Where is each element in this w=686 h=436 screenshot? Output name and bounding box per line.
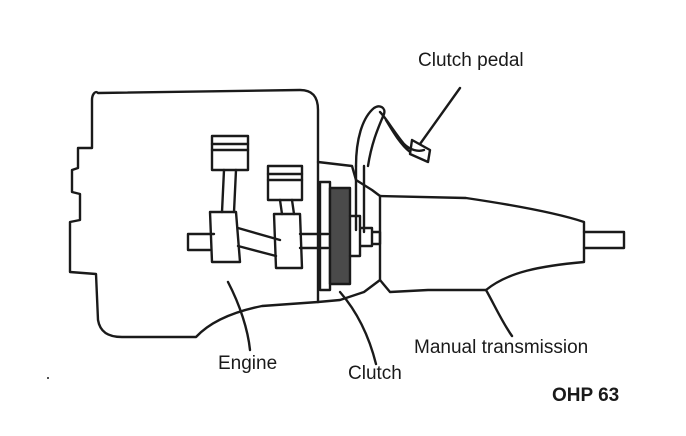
crank-web-left <box>208 210 242 264</box>
clutch-disc <box>328 186 352 286</box>
slide-id-label: OHP 63 <box>552 385 620 406</box>
transmission-case <box>378 194 586 294</box>
leader-manual-transmission <box>484 288 514 338</box>
piston-left <box>210 134 250 172</box>
pedal-arm <box>378 110 426 154</box>
output-shaft <box>582 230 626 250</box>
leader-engine <box>226 280 252 352</box>
connecting-rod-right <box>278 198 296 216</box>
engine-block <box>68 88 320 339</box>
connecting-rod-left <box>220 168 238 214</box>
piston-left-rings <box>210 142 250 152</box>
flywheel <box>318 180 332 292</box>
scan-speck <box>47 377 49 379</box>
label-clutch-pedal: Clutch pedal <box>418 50 524 71</box>
piston-right <box>266 164 304 202</box>
crank-web-right <box>272 212 304 270</box>
label-manual-transmission: Manual transmission <box>414 337 589 358</box>
leader-clutch <box>338 290 378 366</box>
crankshaft <box>186 226 330 258</box>
clutch-pedal-pad <box>408 138 432 164</box>
pedal-linkage <box>354 105 386 168</box>
label-engine: Engine <box>218 353 278 374</box>
leader-clutch-pedal <box>418 86 462 146</box>
piston-right-rings <box>266 172 304 182</box>
label-clutch: Clutch <box>348 363 402 384</box>
release-fork <box>354 164 366 234</box>
